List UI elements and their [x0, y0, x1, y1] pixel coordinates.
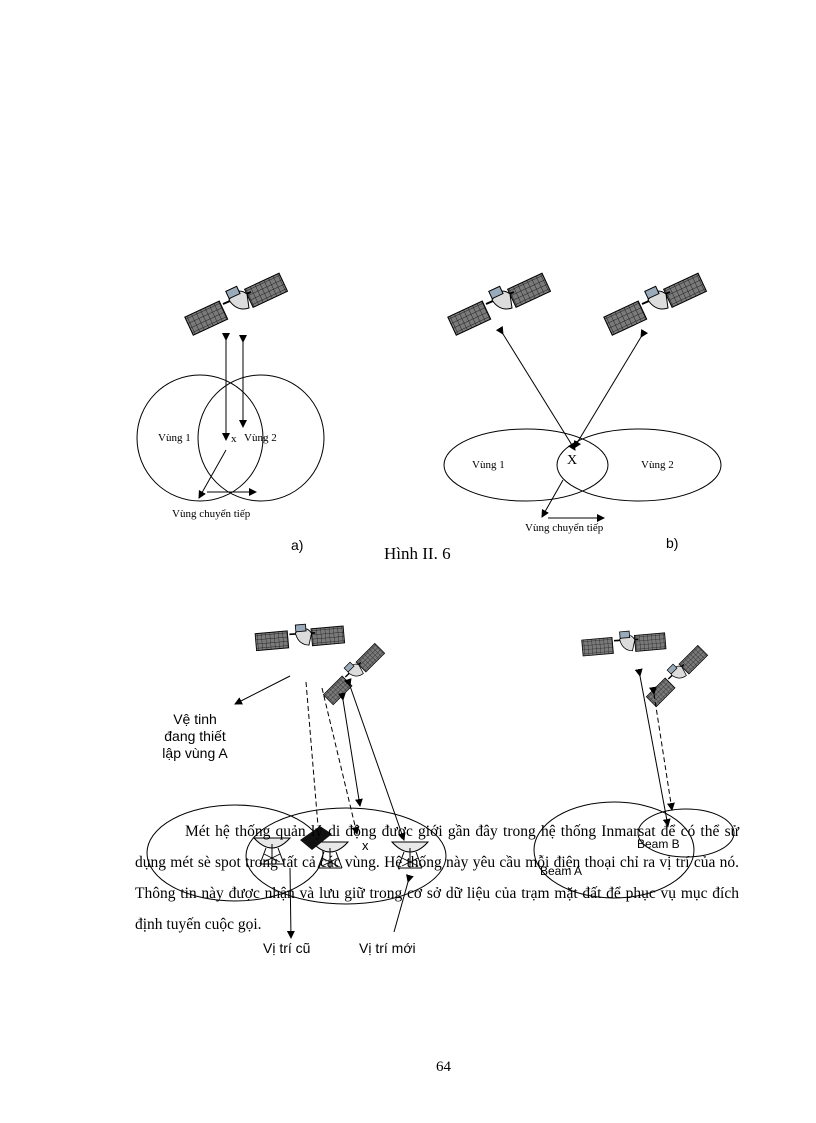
satellite-icon — [604, 273, 707, 335]
page-number: 64 — [436, 1059, 451, 1076]
new-position-label: Vị trí mới — [359, 940, 416, 956]
subfigure-label: b) — [666, 535, 678, 551]
subfigure-label: a) — [291, 537, 303, 553]
satellite-note: Vệ tinh đang thiết lập vùng A — [140, 711, 250, 762]
diagram-b — [444, 273, 721, 518]
satellite-note-line: Vệ tinh — [140, 711, 250, 728]
satellite-note-line: lập vùng A — [140, 745, 250, 762]
zone-2-label: Vùng 2 — [641, 459, 674, 471]
satellite-note-line: đang thiết — [140, 728, 250, 745]
satellite-icon — [636, 643, 718, 708]
diagram-a — [137, 273, 324, 501]
body-paragraph: Mét hệ thống quản lý di động được giới g… — [135, 816, 739, 940]
zone-1-label: Vùng 1 — [472, 459, 505, 471]
position-mark: X — [567, 453, 577, 469]
satellite-icon — [185, 273, 288, 335]
satellite-icon — [250, 599, 350, 678]
satellite-icon — [448, 273, 551, 335]
figure-caption: Hình II. 6 — [384, 544, 451, 564]
handover-zone-label: Vùng chuyển tiếp — [525, 522, 603, 534]
handover-zone-label: Vùng chuyển tiếp — [172, 508, 250, 520]
paragraph-text: Mét hệ thống quản lý di động được giới g… — [135, 816, 739, 940]
position-mark: x — [231, 433, 237, 445]
old-position-label: Vị trí cũ — [263, 940, 310, 956]
zone-2-label: Vùng 2 — [244, 432, 277, 444]
satellite-icon — [577, 607, 671, 682]
zone-1-label: Vùng 1 — [158, 432, 191, 444]
